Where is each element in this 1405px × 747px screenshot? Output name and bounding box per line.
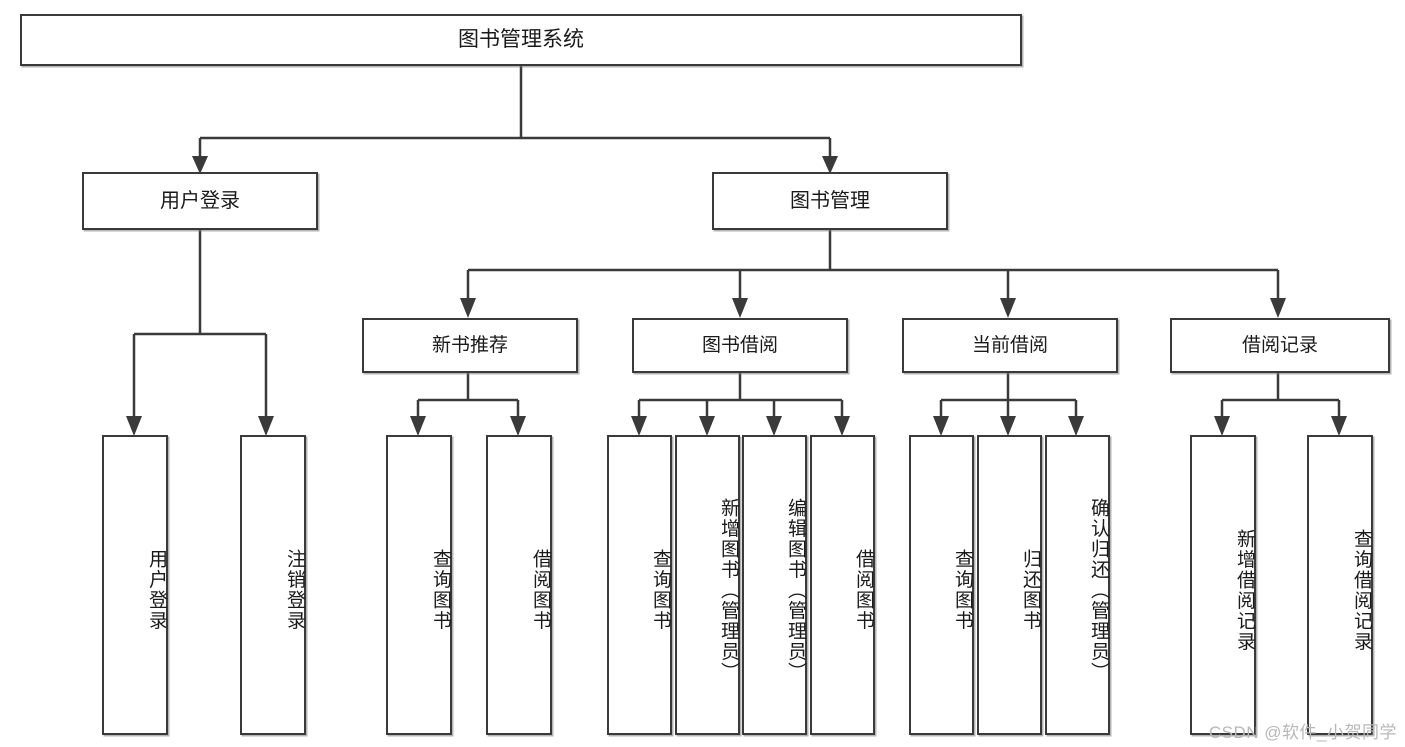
leaf-current-return-book[interactable]: 归还图书 [977,435,1042,735]
node-new-book-recommend[interactable]: 新书推荐 [362,318,578,373]
leaf-borrow-query-book[interactable]: 查询图书 [607,435,672,735]
leaf-user-login-logout[interactable]: 注销登录 [240,435,306,735]
leaf-current-confirm-return-admin[interactable]: 确认归还（管理员） [1045,435,1110,735]
node-label: 查询图书 [430,549,451,631]
node-label: 确认归还（管理员） [1088,497,1109,683]
node-label: 查询图书 [650,549,671,631]
node-label: 借阅图书 [853,549,874,631]
node-label: 借阅记录 [1241,334,1318,356]
node-current-borrow[interactable]: 当前借阅 [902,318,1118,373]
node-root-system[interactable]: 图书管理系统 [20,14,1022,66]
node-label: 归还图书 [1020,549,1041,631]
node-label: 查询图书 [952,549,973,631]
leaf-record-query-record[interactable]: 查询借阅记录 [1307,435,1373,735]
node-label: 借阅图书 [530,549,551,631]
node-label: 当前借阅 [971,334,1048,356]
leaf-recommend-query-book[interactable]: 查询图书 [386,435,452,735]
node-label: 新增借阅记录 [1234,528,1255,652]
node-borrow-record[interactable]: 借阅记录 [1170,318,1390,373]
leaf-borrow-add-book-admin[interactable]: 新增图书（管理员） [675,435,740,735]
node-label: 用户登录 [146,549,167,631]
node-label: 编辑图书（管理员） [785,497,806,683]
leaf-record-add-record[interactable]: 新增借阅记录 [1190,435,1256,735]
node-label: 查询借阅记录 [1351,528,1372,652]
leaf-recommend-borrow-book[interactable]: 借阅图书 [486,435,552,735]
leaf-borrow-borrow-book[interactable]: 借阅图书 [810,435,875,735]
node-label: 图书管理 [790,189,870,212]
node-label: 新增图书（管理员） [718,497,739,683]
node-label: 新书推荐 [431,334,508,356]
node-label: 注销登录 [284,549,305,631]
node-user-login[interactable]: 用户登录 [82,172,318,230]
leaf-user-login-login[interactable]: 用户登录 [102,435,168,735]
node-book-management[interactable]: 图书管理 [712,172,948,230]
node-label: 用户登录 [160,189,240,212]
leaf-current-query-book[interactable]: 查询图书 [909,435,974,735]
node-book-borrow[interactable]: 图书借阅 [632,318,848,373]
leaf-borrow-edit-book-admin[interactable]: 编辑图书（管理员） [742,435,807,735]
node-label: 图书借阅 [701,334,778,356]
node-label: 图书管理系统 [458,28,584,52]
